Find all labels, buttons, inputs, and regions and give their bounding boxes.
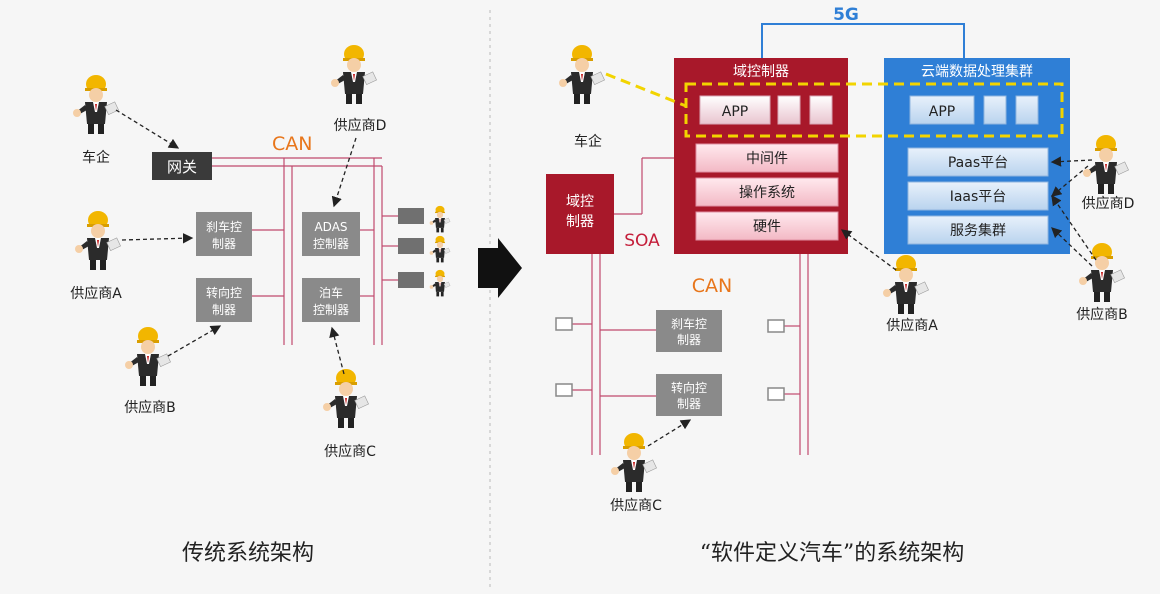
steering-controller-right-line2: 制器 bbox=[677, 397, 701, 411]
5g-link-line bbox=[761, 23, 965, 58]
app-slot bbox=[1015, 95, 1039, 125]
os-layer bbox=[695, 177, 839, 207]
can-label-right: CAN bbox=[692, 275, 732, 297]
worker-icon bbox=[330, 44, 377, 105]
small-domain-line1: 域控 bbox=[566, 194, 594, 210]
app-slot bbox=[809, 95, 833, 125]
gateway-box bbox=[152, 152, 212, 180]
os-label: 操作系统 bbox=[739, 185, 795, 201]
worker-icon bbox=[74, 210, 121, 271]
worker-icon bbox=[610, 432, 657, 493]
brake-controller-line1: 刹车控 bbox=[206, 219, 242, 234]
ecu-port bbox=[767, 387, 785, 401]
ecu-port bbox=[555, 383, 573, 397]
hardware-label: 硬件 bbox=[753, 219, 781, 235]
worker-icon bbox=[72, 74, 119, 135]
worker-icon bbox=[322, 368, 369, 429]
left-panel: CAN 网关 刹车控 制器 转向控 制器 ADAS 控制器 泊车 控制器 bbox=[70, 44, 451, 566]
right-panel: 5G CAN 域控 制器 SOA 域控制器 云端数据处理集群 bbox=[546, 5, 1134, 566]
parking-controller: 泊车 控制器 bbox=[302, 278, 360, 322]
steering-controller-left: 转向控 制器 bbox=[196, 278, 252, 322]
worker-icon bbox=[1082, 134, 1129, 195]
ecu-box bbox=[398, 208, 424, 224]
mini-worker-icon bbox=[429, 205, 451, 233]
hardware-layer bbox=[695, 211, 839, 241]
oem-app-link bbox=[605, 72, 687, 108]
iaas-label: Iaas平台 bbox=[950, 189, 1007, 205]
domain-controller-title: 域控制器 bbox=[733, 64, 789, 80]
app-label-vehicle: APP bbox=[722, 104, 748, 120]
service-cluster-label: 服务集群 bbox=[950, 222, 1006, 239]
supplier-c-label-right: 供应商C bbox=[610, 497, 662, 514]
supplier-d-label-left: 供应商D bbox=[334, 117, 387, 134]
paas-layer bbox=[907, 147, 1049, 177]
app-slot bbox=[777, 95, 801, 125]
small-domain-controller bbox=[546, 174, 614, 254]
ecu-port bbox=[555, 317, 573, 331]
iaas-layer bbox=[907, 181, 1049, 211]
supplier-a-label-left: 供应商A bbox=[70, 285, 122, 302]
dashed-arrows-right bbox=[647, 156, 1097, 447]
steering-controller-right: 转向控 制器 bbox=[656, 374, 722, 416]
steering-controller-line1: 转向控 bbox=[206, 285, 242, 300]
app-slot bbox=[983, 95, 1007, 125]
service-cluster-layer bbox=[907, 215, 1049, 245]
gateway-label: 网关 bbox=[167, 158, 197, 176]
supplier-b-label-left: 供应商B bbox=[124, 399, 176, 416]
brake-controller-left: 刹车控 制器 bbox=[196, 212, 252, 256]
soa-label: SOA bbox=[624, 231, 660, 251]
app-label-cloud: APP bbox=[929, 104, 955, 120]
middleware-label: 中间件 bbox=[746, 151, 788, 167]
transition-arrow bbox=[478, 238, 522, 298]
worker-icon bbox=[882, 254, 929, 315]
oem-label-left: 车企 bbox=[82, 149, 110, 166]
brake-controller-line2: 制器 bbox=[212, 237, 236, 251]
middleware-layer bbox=[695, 143, 839, 173]
paas-label: Paas平台 bbox=[948, 155, 1008, 171]
parking-controller-line2: 控制器 bbox=[313, 303, 349, 317]
supplier-b-label-right: 供应商B bbox=[1076, 306, 1128, 323]
ecu-box bbox=[398, 238, 424, 254]
steering-controller-right-line1: 转向控 bbox=[671, 380, 707, 395]
supplier-c-label-left: 供应商C bbox=[324, 443, 376, 460]
steering-controller-line2: 制器 bbox=[212, 303, 236, 317]
worker-icon bbox=[1078, 242, 1125, 303]
right-caption: “软件定义汽车”的系统架构 bbox=[700, 541, 965, 566]
cloud-cluster-title: 云端数据处理集群 bbox=[921, 63, 1033, 80]
supplier-a-label-right: 供应商A bbox=[886, 317, 938, 334]
5g-label: 5G bbox=[833, 5, 859, 25]
worker-icon bbox=[558, 44, 605, 105]
worker-icon bbox=[124, 326, 171, 387]
adas-controller: ADAS 控制器 bbox=[302, 212, 360, 256]
left-caption: 传统系统架构 bbox=[182, 541, 314, 566]
dashed-arrows-left bbox=[115, 109, 357, 375]
brake-controller-right: 刹车控 制器 bbox=[656, 310, 722, 352]
adas-controller-line1: ADAS bbox=[314, 220, 347, 234]
mini-worker-icon bbox=[429, 235, 451, 263]
parking-controller-line1: 泊车 bbox=[319, 285, 343, 300]
ecu-box bbox=[398, 272, 424, 288]
brake-controller-right-line1: 刹车控 bbox=[671, 316, 707, 331]
adas-controller-line2: 控制器 bbox=[313, 237, 349, 251]
can-bus-lines-left bbox=[212, 157, 398, 345]
app-box-vehicle bbox=[699, 95, 771, 125]
oem-label-right: 车企 bbox=[574, 133, 602, 150]
can-bus-lines-right bbox=[572, 157, 809, 455]
mini-worker-icon bbox=[429, 269, 451, 297]
can-label-left: CAN bbox=[272, 133, 312, 155]
ecu-port bbox=[767, 319, 785, 333]
app-layer-band bbox=[684, 82, 1064, 138]
supplier-d-label-right: 供应商D bbox=[1082, 195, 1135, 212]
brake-controller-right-line2: 制器 bbox=[677, 333, 701, 347]
small-domain-line2: 制器 bbox=[566, 214, 594, 230]
app-box-cloud bbox=[909, 95, 975, 125]
